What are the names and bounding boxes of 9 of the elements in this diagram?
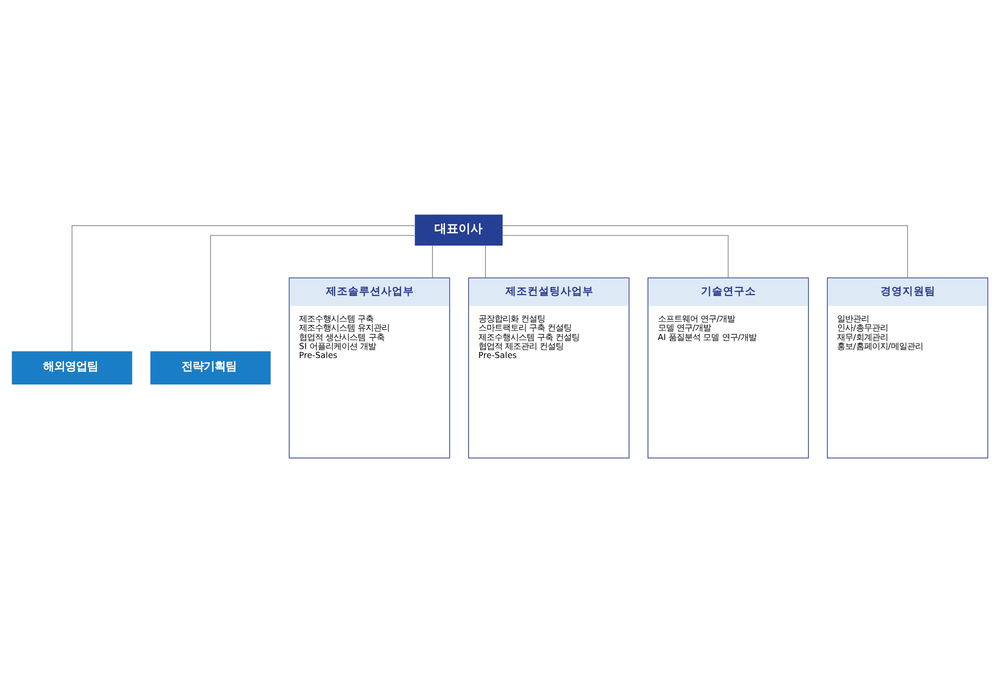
node-box: 대표이사 xyxy=(414,214,503,246)
node-box: 해외영업팀 xyxy=(12,351,132,385)
connector xyxy=(72,225,416,352)
connector xyxy=(484,244,486,278)
connector xyxy=(502,225,908,278)
connector xyxy=(502,235,729,278)
connector xyxy=(432,244,433,278)
node-box: 전략기획팀 xyxy=(150,351,271,385)
connector xyxy=(210,235,416,352)
